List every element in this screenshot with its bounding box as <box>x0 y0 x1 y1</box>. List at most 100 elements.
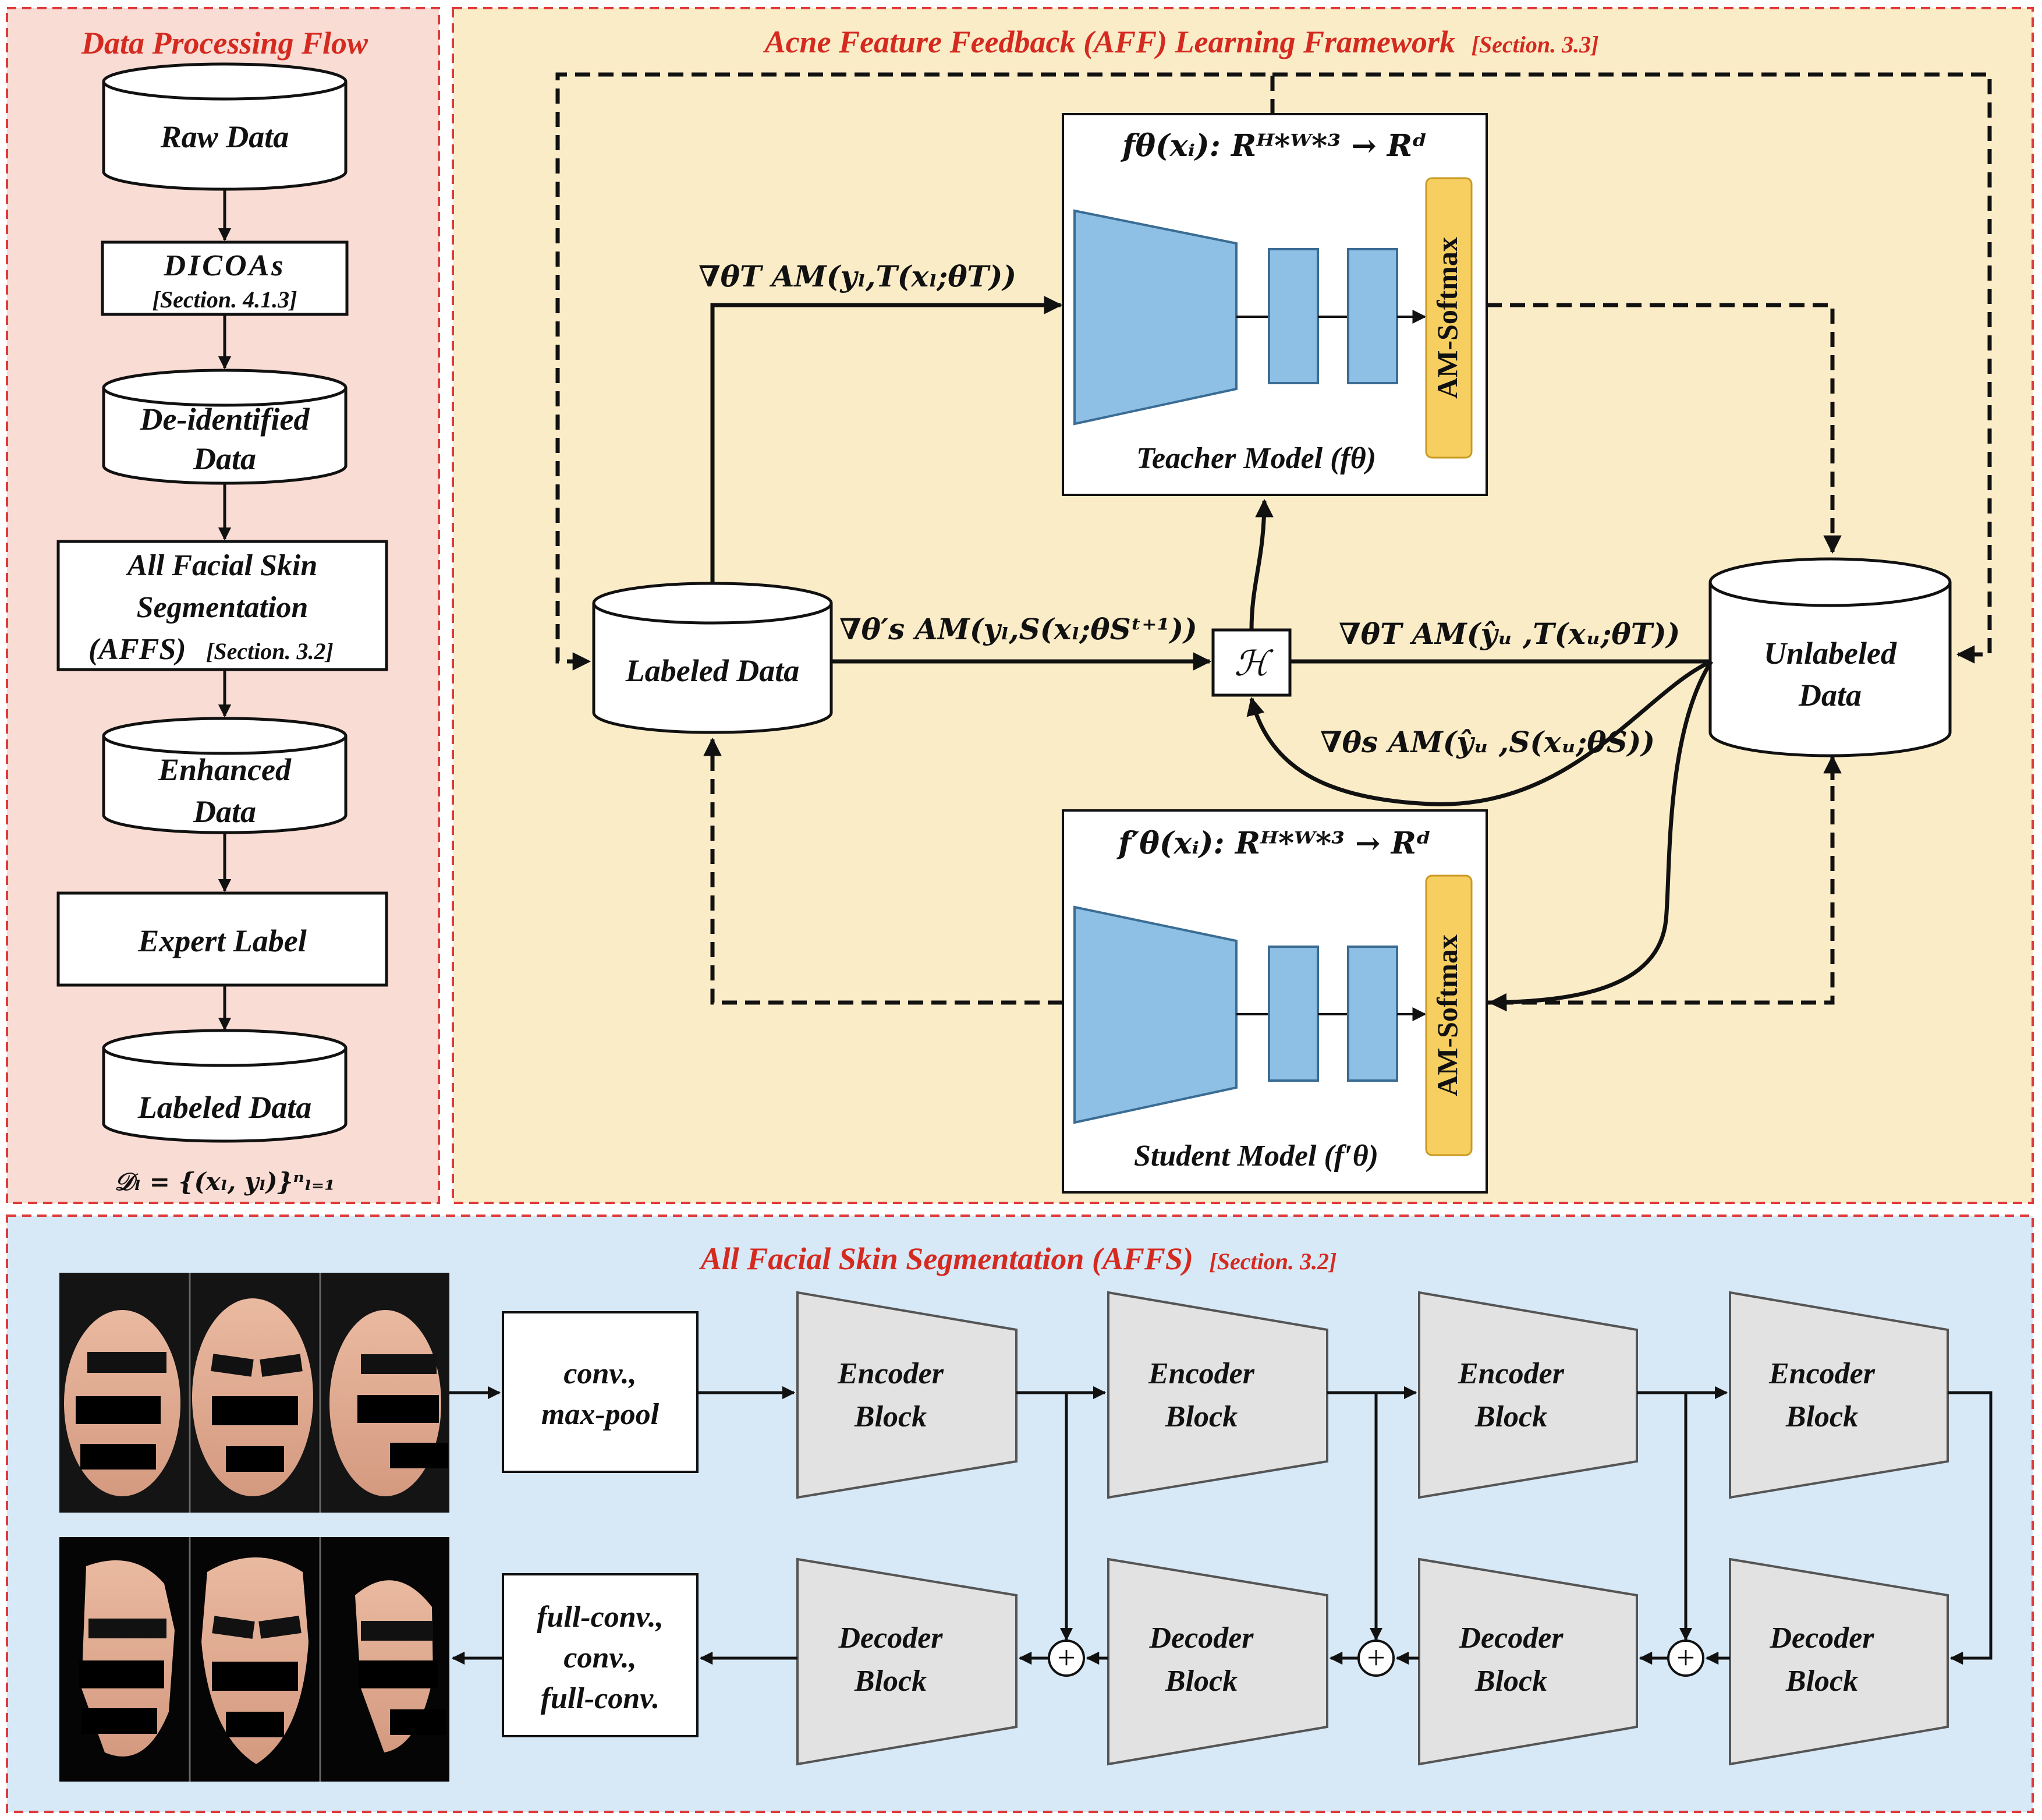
student-model-box: f′θ(xᵢ): Rᴴ*ᵂ*³ → Rᵈ AM-Softmax Student … <box>1062 809 1488 1194</box>
affs-title: All Facial Skin Segmentation (AFFS) [Sec… <box>699 1241 1337 1276</box>
affs-step-ref: [Section. 3.2] <box>206 638 334 664</box>
decoder-label-3b: Block <box>1474 1665 1547 1698</box>
student-block-2 <box>1347 946 1398 1082</box>
output-face-2 <box>201 1557 309 1764</box>
sum-node-3-symbol: + <box>1676 1640 1695 1676</box>
affs-step-label-3: (AFFS) <box>88 633 186 666</box>
decoder-block-3: Decoder Block <box>1418 1557 1638 1766</box>
fullconv-label-1: full-conv., <box>537 1601 664 1634</box>
arrow-unlabeled-to-student <box>1488 660 1713 1012</box>
encoder-block-2: Encoder Block <box>1107 1291 1328 1499</box>
aff-title-ref: [Section. 3.3] <box>1472 31 1599 58</box>
raw-data-cylinder: Raw Data <box>102 62 348 191</box>
raw-data-label: Raw Data <box>160 119 289 154</box>
decoder-label-1b: Block <box>854 1665 927 1698</box>
sum-node-2: + <box>1357 1640 1395 1677</box>
conv-label-2: max-pool <box>541 1398 660 1431</box>
grad-teacher-labeled: ∇θT AM(yₗ,T(xₗ;θT)) <box>699 259 1016 293</box>
unlabeled-label-1: Unlabeled <box>1764 636 1897 671</box>
sum-node-2-symbol: + <box>1367 1640 1385 1676</box>
dashed-loop-top-right <box>1272 72 1992 664</box>
aff-title-text: Acne Feature Feedback (AFF) Learning Fra… <box>763 24 1456 59</box>
input-face-3 <box>329 1310 448 1496</box>
grad-student-unlabeled: ∇θs AM(ŷᵤ ,S(xᵤ;θS)) <box>1320 725 1655 759</box>
grad-teacher-unlabeled: ∇θT AM(ŷᵤ ,T(xᵤ;θT)) <box>1339 617 1680 651</box>
arrow-unlabeled-to-h <box>1246 659 1713 806</box>
arrow-h-to-teacher <box>1249 498 1274 631</box>
sum-node-3: + <box>1667 1640 1704 1677</box>
enhanced-data-cylinder: Enhanced Data <box>102 717 348 834</box>
teacher-am-softmax-label: AM-Softmax <box>1431 237 1463 399</box>
affs-step-label-1: All Facial Skin <box>126 549 318 582</box>
encoder-label-1b: Block <box>854 1400 927 1433</box>
encoder-label-1a: Encoder <box>837 1357 944 1390</box>
unlabeled-label-2: Data <box>1798 678 1862 713</box>
encoder-label-3b: Block <box>1474 1400 1547 1433</box>
sum-node-1-symbol: + <box>1057 1640 1076 1676</box>
output-face-1 <box>79 1560 175 1757</box>
affs-title-text: All Facial Skin Segmentation (AFFS) <box>699 1241 1193 1276</box>
dashed-unlabeled-to-student <box>1487 763 1835 1005</box>
student-am-softmax-label: AM-Softmax <box>1431 934 1463 1096</box>
output-face-3 <box>355 1580 446 1752</box>
dicoas-ref: [Section. 4.1.3] <box>153 286 297 313</box>
h-box: ℋ <box>1211 628 1292 697</box>
decoder-block-4: Decoder Block <box>1729 1557 1949 1766</box>
aff-title: Acne Feature Feedback (AFF) Learning Fra… <box>763 24 1599 59</box>
input-face-2 <box>192 1298 313 1496</box>
labeled-data-aff-label: Labeled Data <box>625 653 799 688</box>
decoder-label-2b: Block <box>1165 1665 1238 1698</box>
decoder-label-4b: Block <box>1785 1665 1858 1698</box>
deidentified-data-cylinder: De-identified Data <box>102 369 348 485</box>
dashed-student-to-labeled <box>703 737 1063 1005</box>
encoder-label-4b: Block <box>1785 1400 1858 1433</box>
encoder-block-3: Encoder Block <box>1418 1291 1638 1499</box>
student-encoder-shape <box>1073 905 1238 1124</box>
encoder-label-3a: Encoder <box>1458 1357 1565 1390</box>
conv-maxpool-box: conv., max-pool <box>502 1311 699 1473</box>
encoder-block-1: Encoder Block <box>796 1291 1018 1499</box>
labeled-data-cylinder-flow: Labeled Data <box>102 1029 348 1143</box>
teacher-block-2 <box>1347 248 1398 384</box>
decoder-label-1a: Decoder <box>838 1621 943 1655</box>
student-am-softmax-box <box>1425 874 1473 1156</box>
arrow-labeled-to-teacher <box>710 296 1063 585</box>
affs-title-ref: [Section. 3.2] <box>1209 1248 1336 1274</box>
deidentified-label-1: De-identified <box>140 402 310 437</box>
data-flow-title: Data Processing Flow <box>81 26 368 61</box>
decoder-block-2: Decoder Block <box>1107 1557 1328 1766</box>
unlabeled-data-cylinder: Unlabeled Data <box>1708 557 1952 757</box>
grad-student-labeled: ∇θ′s AM(yₗ,S(xₗ;θSᵗ⁺¹)) <box>839 612 1197 646</box>
decoder-label-4a: Decoder <box>1769 1621 1874 1655</box>
encoder-label-2a: Encoder <box>1148 1357 1255 1390</box>
output-segmented-images <box>59 1537 449 1782</box>
labeled-data-cylinder-aff: Labeled Data <box>592 582 833 734</box>
encoder-label-4a: Encoder <box>1768 1357 1876 1390</box>
teacher-model-label: Teacher Model (fθ) <box>1136 442 1376 475</box>
dicoas-box: DICOAs [Section. 4.1.3] <box>101 240 349 316</box>
decoder-label-3a: Decoder <box>1458 1621 1564 1655</box>
teacher-encoder-shape <box>1073 209 1238 426</box>
dataset-formula: 𝒟ₗ = {(xₗ, yₗ)}ⁿₗ₌₁ <box>114 1167 335 1196</box>
expert-label-box: Expert Label <box>56 891 388 987</box>
conv-label-1: conv., <box>563 1357 636 1390</box>
fullconv-label-3: full-conv. <box>541 1682 660 1715</box>
affs-step-label-2: Segmentation <box>137 591 309 624</box>
affs-step-box: All Facial Skin Segmentation (AFFS) [Sec… <box>56 540 388 671</box>
fullconv-box: full-conv., conv., full-conv. <box>502 1573 699 1737</box>
dashed-loop-top <box>555 72 1275 671</box>
fullconv-label-2: conv., <box>563 1641 636 1674</box>
teacher-model-box: fθ(xᵢ): Rᴴ*ᵂ*³ → Rᵈ AM-Softmax Teacher M… <box>1062 113 1488 496</box>
labeled-data-flow-label: Labeled Data <box>137 1090 311 1125</box>
enhanced-label-1: Enhanced <box>158 752 292 787</box>
teacher-function: fθ(xᵢ): Rᴴ*ᵂ*³ → Rᵈ <box>1120 128 1427 164</box>
input-face-1 <box>64 1310 180 1496</box>
h-symbol: ℋ <box>1234 645 1274 683</box>
teacher-block-1 <box>1268 248 1319 384</box>
expert-label-text: Expert Label <box>137 923 306 958</box>
student-function: f′θ(xᵢ): Rᴴ*ᵂ*³ → Rᵈ <box>1116 826 1431 861</box>
dicoas-label: DICOAs <box>164 249 286 282</box>
arrow-enc4-to-dec4 <box>1948 1391 1993 1665</box>
sum-node-1: + <box>1048 1640 1085 1677</box>
